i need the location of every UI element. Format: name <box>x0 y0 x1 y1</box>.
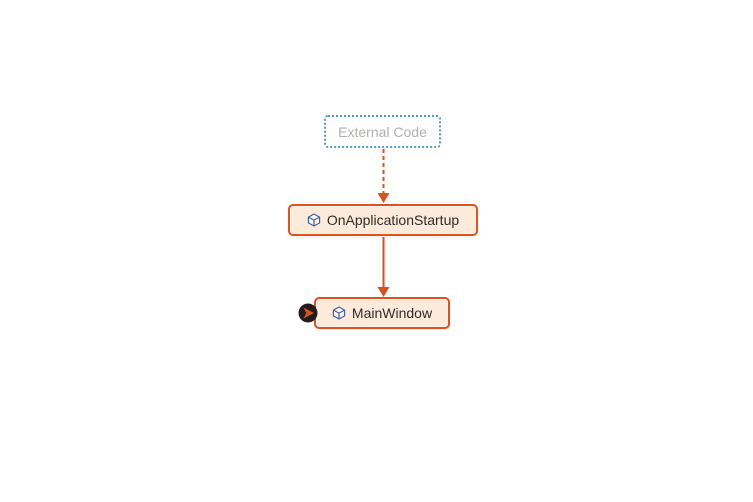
node-mainwindow-label: MainWindow <box>351 305 433 321</box>
current-node-arrow-icon <box>298 303 318 323</box>
current-node-indicator <box>298 303 318 323</box>
method-cube-icon <box>332 306 346 320</box>
node-mainwindow[interactable]: MainWindow <box>314 297 450 329</box>
node-external-code[interactable]: External Code <box>324 115 441 148</box>
method-cube-icon <box>307 213 321 227</box>
node-onapplicationstartup[interactable]: OnApplicationStartup <box>288 204 478 236</box>
node-external-code-label: External Code <box>338 123 427 140</box>
node-onapplicationstartup-label: OnApplicationStartup <box>326 212 460 228</box>
edge-external-to-startup <box>377 149 390 203</box>
edge-startup-to-mainwindow <box>377 237 390 297</box>
